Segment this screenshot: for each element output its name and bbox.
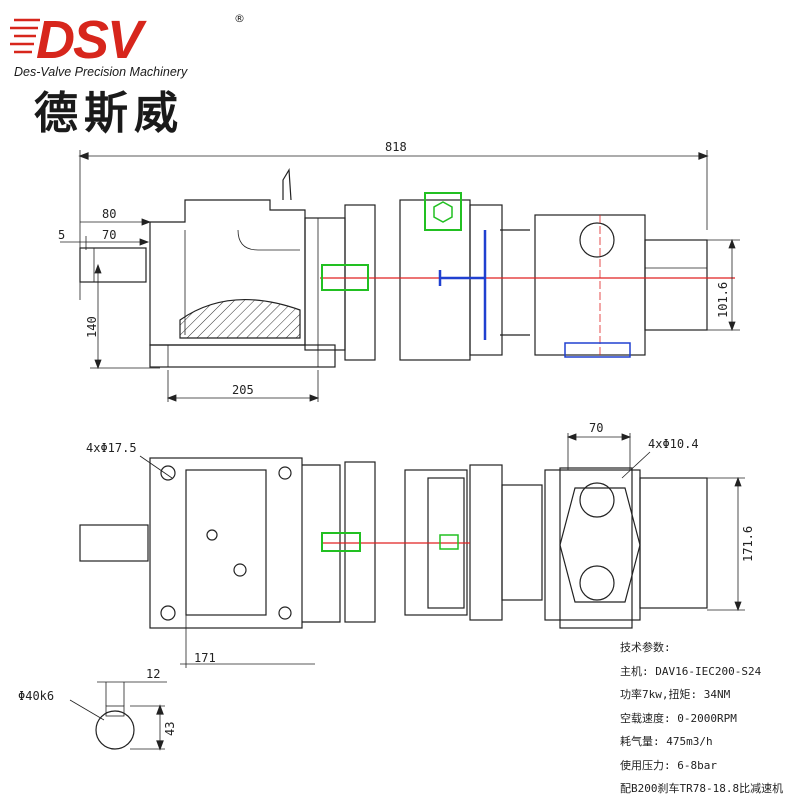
shaft-highlight: [438, 230, 487, 340]
side-view-assembly: 818 80 70 5 140: [58, 140, 740, 402]
dim-shaft-step: 5: [58, 228, 65, 242]
logo-chinese-name: 德斯威: [34, 88, 184, 139]
spec-line-model: 主机: DAV16-IEC200-S24: [620, 664, 762, 678]
logo-speed-lines: [10, 18, 40, 54]
dim-key-width: 12: [146, 667, 160, 681]
dim-bolt-holes-left: 4xΦ17.5: [86, 441, 137, 455]
spec-line-speed: 空载速度: 0-2000RPM: [620, 711, 737, 725]
registered-mark: ®: [234, 12, 245, 25]
technical-specs: 技术参数: 主机: DAV16-IEC200-S24 功率7kw,扭矩: 34N…: [620, 636, 798, 801]
height-dimension: [90, 263, 160, 370]
lifting-eye: [282, 168, 292, 201]
dim-key-height: 43: [163, 722, 177, 736]
logo-wordmark: DSV: [36, 10, 147, 70]
hatched-section: [179, 298, 301, 339]
dim-base-offset: 171: [194, 651, 216, 665]
coupling-flange: [304, 217, 346, 351]
spec-line-air-consumption: 耗气量: 475m3/h: [620, 735, 713, 748]
air-motor-body: [399, 199, 471, 361]
dim-shaft-height: 140: [85, 316, 99, 338]
plan-reducer-housing: [149, 457, 303, 629]
dim-overall-length: 818: [385, 140, 407, 154]
plan-output-shaft: [79, 524, 149, 562]
valve-highlight: [424, 192, 462, 231]
dim-motor-width: 171.6: [741, 526, 755, 562]
spec-line-pressure: 使用压力: 6-8bar: [620, 758, 717, 772]
plan-coupling-flange: [344, 461, 376, 623]
dim-shaft-length: 70: [102, 228, 116, 242]
motor-height-dimension: [707, 238, 740, 332]
coupling-highlight: [321, 264, 369, 291]
spec-line-reducer: 配B200刹车TR78-18.8比减速机: [620, 782, 784, 795]
dim-bolt-holes-right: 4xΦ10.4: [648, 437, 699, 451]
spec-line-power: 功率7kw,扭矩: 34NM: [620, 688, 731, 701]
plan-lower-gear: [579, 565, 615, 601]
gear-circle: [579, 222, 615, 258]
motor-width-dimension: [707, 476, 745, 612]
logo-tagline: Des-Valve Precision Machinery: [14, 65, 188, 79]
plan-upper-gear: [579, 482, 615, 518]
shaft-dimensions: [60, 218, 152, 250]
reducer-base: [149, 344, 336, 368]
company-logo: DSV ® Des-Valve Precision Machinery 德斯威: [10, 10, 245, 139]
specs-title: 技术参数:: [620, 641, 671, 654]
dim-motor-height: 101.6: [716, 282, 730, 318]
base-offset-dimension: [180, 615, 315, 668]
base-dimension: [166, 370, 320, 402]
flange-width-dimension: [566, 433, 632, 470]
output-shaft: [79, 247, 147, 283]
dim-shaft-offset: 80: [102, 207, 116, 221]
brake-unit: [534, 214, 646, 356]
dim-base-length: 205: [232, 383, 254, 397]
shaft-section-detail: [69, 681, 167, 751]
plan-view-assembly: 4xΦ17.5 70 4xΦ10.4: [79, 421, 755, 668]
dim-flange-width: 70: [589, 421, 603, 435]
dim-shaft-diameter: Φ40k6: [18, 689, 54, 703]
